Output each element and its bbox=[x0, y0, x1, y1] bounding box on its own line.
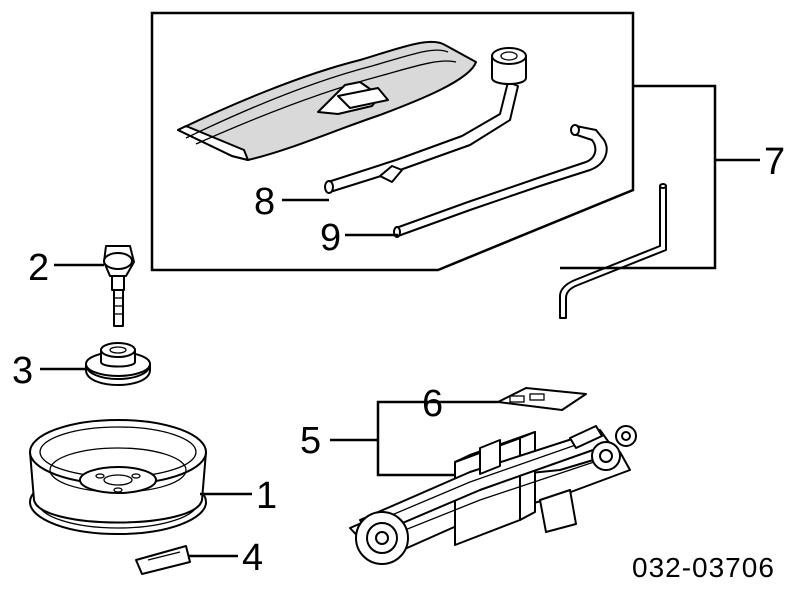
spacer-cone-illustration bbox=[85, 342, 151, 386]
l-wrench-illustration bbox=[559, 183, 667, 319]
callout-5: 5 bbox=[300, 420, 321, 462]
jack-handle-illustration bbox=[393, 124, 608, 238]
scissor-jack-illustration bbox=[349, 425, 637, 565]
tool-bag-illustration bbox=[177, 40, 477, 161]
callout-4: 4 bbox=[242, 537, 263, 579]
callout-2: 2 bbox=[28, 247, 49, 289]
callout-1: 1 bbox=[256, 475, 277, 517]
diagram-code: 032-03706 bbox=[632, 552, 775, 583]
callout-3: 3 bbox=[12, 350, 33, 392]
leader-lines bbox=[40, 84, 760, 558]
lug-wrench-illustration bbox=[324, 47, 527, 194]
tool-kit-box bbox=[150, 11, 635, 272]
spare-wheel-illustration bbox=[29, 419, 207, 535]
callout-6: 6 bbox=[422, 383, 443, 425]
callout-9: 9 bbox=[320, 217, 341, 259]
callout-8: 8 bbox=[254, 181, 275, 223]
wheel-bolt-illustration bbox=[103, 245, 135, 327]
callout-7: 7 bbox=[764, 141, 785, 183]
jack-label-illustration bbox=[497, 387, 587, 411]
label-strip-illustration bbox=[135, 545, 191, 575]
